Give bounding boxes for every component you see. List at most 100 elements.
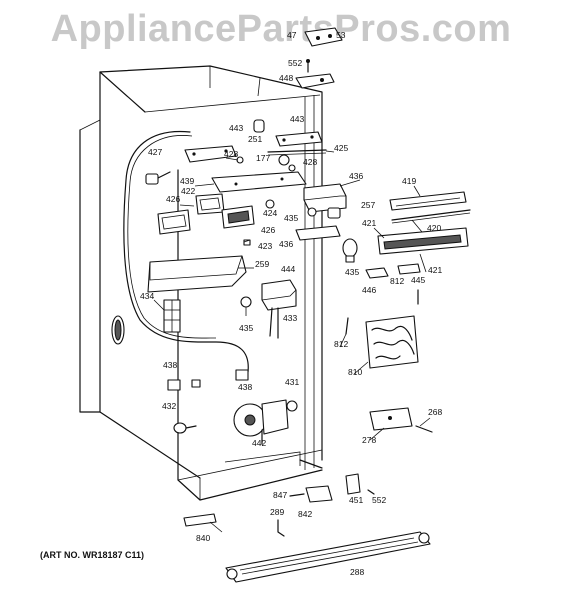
part-435-bulb-upper <box>307 207 317 217</box>
callout-c177: 177 <box>256 153 270 163</box>
callout-c443b: 443 <box>290 114 304 124</box>
callout-c257: 257 <box>361 200 375 210</box>
callout-c451: 451 <box>349 495 363 505</box>
wire-harness <box>123 130 249 373</box>
part-842-bracket <box>305 485 333 503</box>
callout-c251: 251 <box>248 134 262 144</box>
part-810-heater <box>365 315 419 369</box>
callout-c421a: 421 <box>362 218 376 228</box>
callout-c433: 433 <box>283 313 297 323</box>
part-289-hook <box>277 519 285 537</box>
part-847-pin <box>289 493 305 497</box>
part-177-knob <box>278 154 290 166</box>
part-436-plate <box>295 225 341 241</box>
callout-c431: 431 <box>285 377 299 387</box>
callout-c443a: 443 <box>229 123 243 133</box>
callout-c428a: 428 <box>224 149 238 159</box>
callout-c428b: 428 <box>303 157 317 167</box>
callout-c425: 425 <box>334 143 348 153</box>
callout-c434: 434 <box>140 291 154 301</box>
part-257-socket <box>327 207 341 219</box>
part-434-panel <box>163 299 181 333</box>
part-426-housing-right <box>221 205 255 229</box>
part-251-knob <box>253 119 265 133</box>
callout-c278: 278 <box>362 435 376 445</box>
part-422-lens <box>195 193 225 215</box>
callout-c423: 423 <box>258 241 272 251</box>
callout-c438b: 438 <box>238 382 252 392</box>
part-421-lens-cover <box>377 227 469 255</box>
art-number-caption: (ART NO. WR18187 C11) <box>40 550 145 560</box>
callout-c288: 288 <box>350 567 364 577</box>
part-438-connector-left <box>167 379 201 391</box>
part-439-housing <box>211 171 307 193</box>
callout-c442: 442 <box>252 438 266 448</box>
callout-c436a: 436 <box>349 171 363 181</box>
part-432-plug <box>173 422 197 434</box>
part-426-housing-left <box>157 209 191 235</box>
callout-c435c: 435 <box>239 323 253 333</box>
part-268-screw <box>415 425 433 433</box>
callout-c444: 444 <box>281 264 295 274</box>
part-427-connector <box>145 171 171 185</box>
part-443-bracket-right <box>275 131 323 147</box>
callout-c436b: 436 <box>279 239 293 249</box>
callout-c840: 840 <box>196 533 210 543</box>
part-451-hinge <box>345 473 361 495</box>
part-444-thermostat <box>261 279 297 339</box>
callout-c435b: 435 <box>345 267 359 277</box>
callout-c810: 810 <box>348 367 362 377</box>
callout-c552b: 552 <box>372 495 386 505</box>
callout-c435a: 435 <box>284 213 298 223</box>
watermark-text: AppliancePartsPros.com <box>50 8 512 50</box>
part-840-clip <box>183 513 223 533</box>
callout-c259: 259 <box>255 259 269 269</box>
part-445-pad <box>397 263 421 275</box>
part-431-grommet <box>286 400 298 412</box>
part-424-cap <box>265 199 275 209</box>
callout-c446: 446 <box>362 285 376 295</box>
part-425-rod <box>267 149 327 153</box>
part-423-clip <box>243 239 251 246</box>
callout-c421b: 421 <box>428 265 442 275</box>
cabinet-liner <box>79 65 323 501</box>
callout-c47: 47 <box>287 30 297 40</box>
callout-c432: 432 <box>162 401 176 411</box>
callout-c268: 268 <box>428 407 442 417</box>
callout-c812a: 812 <box>390 276 404 286</box>
callout-c422: 422 <box>181 186 195 196</box>
part-552-screw-top <box>306 59 310 73</box>
callout-c53: 53 <box>336 30 346 40</box>
callout-c289: 289 <box>270 507 284 517</box>
callout-c445: 445 <box>411 275 425 285</box>
callout-c439: 439 <box>180 176 194 186</box>
callout-c842: 842 <box>298 509 312 519</box>
part-812-screw-left <box>345 317 349 335</box>
part-420-strip <box>391 209 471 221</box>
callout-c420: 420 <box>427 223 441 233</box>
part-448-bracket <box>295 73 335 89</box>
part-259-deflector <box>147 255 247 293</box>
leader-lines <box>153 150 431 441</box>
callout-c424: 424 <box>263 208 277 218</box>
part-446-pad <box>365 267 389 279</box>
part-443-bracket-left <box>184 145 237 163</box>
callout-c426a: 426 <box>166 194 180 204</box>
callout-c847: 847 <box>273 490 287 500</box>
part-278-bracket <box>369 407 413 431</box>
callout-c438a: 438 <box>163 360 177 370</box>
part-442-fan-motor <box>233 399 289 445</box>
part-419-cover <box>389 191 467 211</box>
part-436-control-box <box>303 183 347 213</box>
part-428-knob-right <box>288 164 296 172</box>
callout-c812b: 812 <box>334 339 348 349</box>
part-552-screw-bottom <box>367 489 375 495</box>
part-435-bulb <box>342 238 358 263</box>
part-288-grille <box>225 531 431 583</box>
part-47-top-hinge <box>304 27 343 47</box>
part-435-bulb-lower <box>240 296 252 316</box>
callout-c419: 419 <box>402 176 416 186</box>
